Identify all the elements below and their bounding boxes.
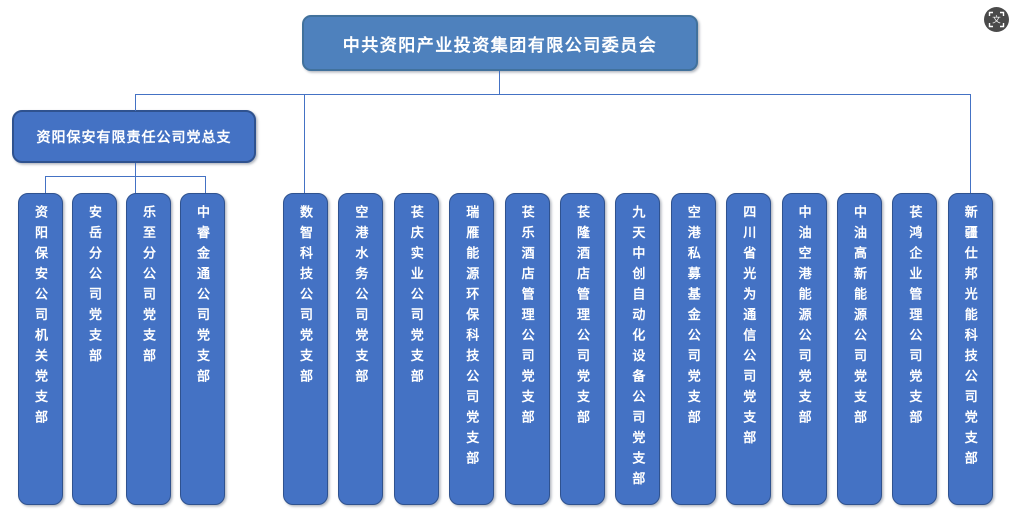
root-committee-box: 中共资阳产业投资集团有限公司委员会 [302, 15, 698, 71]
org-box-label: 苌鸿企业管理公司党支部 [907, 205, 923, 431]
department-box: 四川省光为通信公司党支部 [726, 193, 772, 505]
org-box-label: 数智科技公司党支部 [298, 205, 313, 390]
connector-line [135, 163, 137, 177]
connector-line [135, 94, 137, 111]
department-box: 苌隆酒店管理公司党支部 [560, 193, 605, 505]
department-box: 瑞雁能源环保科技公司党支部 [449, 193, 495, 505]
org-box-label: 苌乐酒店管理公司党支部 [519, 205, 535, 431]
org-box-label: 四川省光为通信公司党支部 [741, 205, 757, 451]
connector-line [304, 94, 306, 193]
connector-line [499, 71, 501, 94]
org-box-label: 苌庆实业公司党支部 [408, 205, 424, 390]
org-box-label: 中油空港能源公司党支部 [796, 205, 812, 431]
org-box-label: 瑞雁能源环保科技公司党支部 [464, 205, 480, 472]
department-box: 空港私募基金公司党支部 [670, 193, 716, 505]
connector-line [135, 94, 971, 96]
department-box: 中油空港能源公司党支部 [781, 193, 827, 505]
branch-child-box: 中睿金通公司党支部 [180, 193, 225, 505]
org-box-label: 空港水务公司党支部 [353, 205, 369, 390]
org-box-label: 新疆仕邦光能科技公司党支部 [962, 205, 978, 472]
branch-child-box: 安岳分公司党支部 [72, 193, 117, 505]
screenshot-translate-button[interactable]: 文 [984, 7, 1009, 32]
org-box-label: 乐至分公司党支部 [141, 205, 156, 369]
org-box-label: 九天中创自动化设备公司党支部 [630, 205, 646, 492]
department-box: 新疆仕邦光能科技公司党支部 [947, 193, 993, 505]
org-box-label: 中睿金通公司党支部 [195, 205, 210, 390]
screenshot-translate-icon: 文 [988, 11, 1005, 28]
connector-line [135, 176, 137, 193]
department-box: 苌鸿企业管理公司党支部 [892, 193, 938, 505]
connector-line [45, 176, 47, 193]
org-box-label: 苌隆酒店管理公司党支部 [575, 205, 590, 431]
svg-text:文: 文 [992, 15, 1001, 25]
connector-line [45, 176, 205, 178]
connector-line [205, 176, 207, 193]
org-box-label: 空港私募基金公司党支部 [685, 205, 701, 431]
org-box-label: 资阳保安公司机关党支部 [33, 205, 48, 431]
department-box: 中油高新能源公司党支部 [837, 193, 882, 505]
department-box: 苌庆实业公司党支部 [393, 193, 439, 505]
department-box: 九天中创自动化设备公司党支部 [615, 193, 661, 505]
branch-child-box: 乐至分公司党支部 [126, 193, 171, 505]
org-box-label: 安岳分公司党支部 [87, 205, 102, 369]
branch-child-box: 资阳保安公司机关党支部 [18, 193, 63, 505]
party-general-branch-box: 资阳保安有限责任公司党总支 [12, 110, 256, 163]
org-box-label: 中油高新能源公司党支部 [852, 205, 867, 431]
department-box: 数智科技公司党支部 [283, 193, 328, 505]
department-box: 苌乐酒店管理公司党支部 [504, 193, 550, 505]
connector-line [969, 94, 971, 193]
department-box: 空港水务公司党支部 [338, 193, 384, 505]
